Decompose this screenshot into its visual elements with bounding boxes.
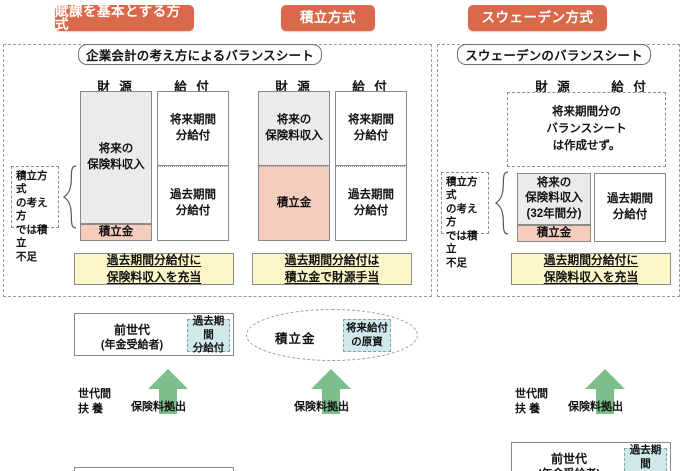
bs-sweden-past-benefit: 過去期間分給付: [594, 173, 666, 242]
brace-sweden-icon: [494, 171, 509, 235]
bs-label: 過去期間分給付: [348, 189, 394, 217]
bs-label: 積立金: [536, 226, 572, 239]
bs-label: 将来期間分給付: [348, 114, 394, 142]
badge-past-period-benefit-paygo: 過去期間分給付: [187, 315, 230, 354]
bs-label: 将来の保険料収入: [265, 114, 323, 142]
note-text: 将来期間分のバランスシートは作成せず。: [546, 106, 627, 152]
badge-text: 将来給付の原資: [346, 321, 388, 348]
previous-generation-label: 前世代 (年金受給者): [100, 323, 164, 352]
caption-sweden-balance-sheet: スウェーデンのバランスシート: [457, 44, 651, 65]
bs-paygo-reserve-fund: 積立金: [80, 224, 152, 241]
caption-text: 企業会計の考え方によるバランスシート: [86, 49, 314, 63]
bs-label: 将来の保険料収入(32年間分): [525, 177, 583, 220]
bs-paygo-future-premium-income: 将来の保険料収入: [80, 91, 152, 224]
col-head-source-sweden: 財 源: [535, 80, 573, 94]
bs-funded-reserve-fund: 積立金: [258, 166, 330, 241]
bs-paygo-future-benefit: 将来期間分給付: [157, 91, 229, 166]
bs-funded-future-premium-income: 将来の保険料収入: [258, 91, 330, 166]
ellipse-reserve-fund-funded: 積立金 将来給付の原資: [246, 309, 418, 361]
badge-text: 過去期間分給付: [192, 315, 225, 355]
flow-label-contribution-funded: 保険料拠出: [294, 401, 349, 413]
bs-label: 将来の保険料収入: [87, 143, 145, 171]
bs-sweden-reserve-fund: 積立金: [517, 225, 591, 242]
box-current-generation-paygo: 現 役 世 代 (被保険者): [74, 467, 234, 471]
badge-text: 過去期間分給付: [629, 444, 662, 470]
flow-support-text: 世代間扶 養: [78, 388, 111, 415]
annotation-shortfall-paygo: 積立方式の考え方では積立不足: [11, 166, 59, 263]
header-pill-pay-as-you-go[interactable]: 賦課を基本とする方式: [55, 3, 194, 32]
col-head-benefit-paygo: 給 付: [174, 80, 212, 94]
box-previous-generation-sweden: 前世代 (年金受給者) 過去期間分給付: [511, 442, 671, 471]
note-text: 過去期間分給付に保険料収入を充当: [543, 253, 639, 284]
note-funded-funding: 過去期間分給付は積立金で財源手当: [252, 253, 412, 285]
upward-arrow-contribution-sweden-icon: [585, 369, 625, 414]
header-pill-funded[interactable]: 積立方式: [281, 5, 375, 31]
col-head-source-funded: 財 源: [275, 80, 313, 94]
header-pill-label: スウェーデン方式: [481, 10, 594, 26]
bs-funded-past-benefit: 過去期間分給付: [335, 166, 407, 241]
flow-label-contribution-paygo: 保険料拠出: [131, 401, 186, 413]
header-pill-sweden[interactable]: スウェーデン方式: [468, 5, 607, 31]
reserve-fund-label: 積立金: [275, 332, 316, 346]
note-text: 過去期間分給付は積立金で財源手当: [284, 253, 380, 284]
header-pill-label: 賦課を基本とする方式: [55, 3, 181, 32]
col-head-source-paygo: 財 源: [97, 80, 135, 94]
brace-paygo-icon: [62, 165, 77, 229]
previous-generation-label: 前世代 (年金受給者): [538, 452, 600, 471]
caption-japan-balance-sheet: 企業会計の考え方によるバランスシート: [78, 44, 322, 65]
annotation-text: 積立方式の考え方では積立不足: [16, 170, 48, 263]
flow-label-support-sweden: 世代間扶 養: [515, 387, 548, 417]
annotation-text: 積立方式の考え方では積立不足: [446, 176, 478, 269]
caption-text: スウェーデンのバランスシート: [465, 49, 643, 63]
badge-past-period-benefit-sweden: 過去期間分給付: [624, 444, 667, 471]
bs-label: 過去期間分給付: [170, 189, 216, 217]
bs-funded-future-benefit: 将来期間分給付: [335, 91, 407, 166]
flow-support-text: 世代間扶 養: [515, 388, 548, 415]
bs-label: 過去期間分給付: [607, 193, 653, 221]
flow-label-contribution-sweden: 保険料拠出: [568, 401, 623, 413]
bs-paygo-past-benefit: 過去期間分給付: [157, 166, 229, 241]
note-text: 過去期間分給付に保険料収入を充当: [106, 253, 202, 284]
bs-label: 将来期間分給付: [170, 114, 216, 142]
bs-label: 積立金: [276, 196, 312, 209]
bs-sweden-future-premium-income: 将来の保険料収入(32年間分): [517, 173, 591, 225]
upward-arrow-contribution-paygo-icon: [148, 369, 188, 414]
annotation-shortfall-sweden: 積立方式の考え方では積立不足: [441, 172, 489, 269]
box-previous-generation-paygo: 前世代 (年金受給者) 過去期間分給付: [74, 313, 234, 356]
flow-label-support-paygo: 世代間扶 養: [78, 387, 111, 417]
note-sweden-funding: 過去期間分給付に保険料収入を充当: [511, 253, 671, 285]
upward-arrow-contribution-funded-icon: [311, 369, 351, 414]
bs-label: 積立金: [98, 225, 134, 238]
note-sweden-future-not-prepared: 将来期間分のバランスシートは作成せず。: [507, 92, 666, 167]
note-paygo-funding: 過去期間分給付に保険料収入を充当: [74, 253, 234, 285]
col-head-benefit-funded: 給 付: [352, 80, 390, 94]
header-pill-label: 積立方式: [300, 10, 356, 26]
col-head-benefit-sweden: 給 付: [611, 80, 649, 94]
badge-future-benefit-source-funded: 将来給付の原資: [343, 319, 391, 352]
